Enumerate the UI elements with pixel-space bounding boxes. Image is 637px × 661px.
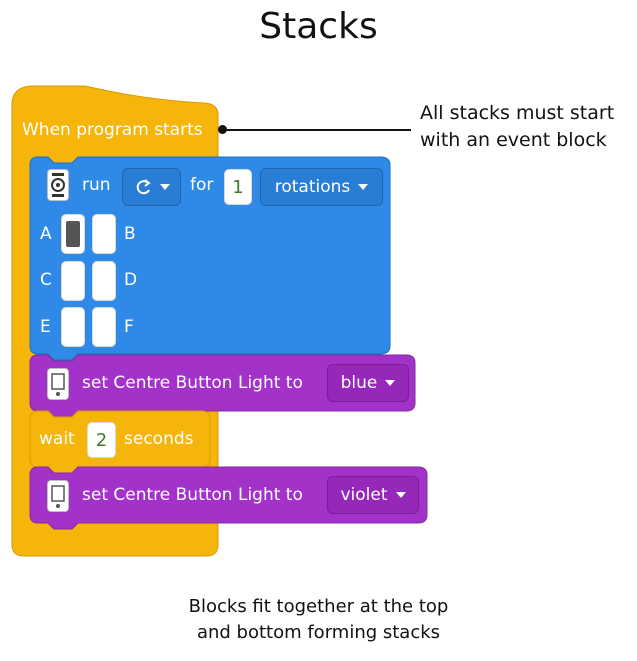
motor-block-shape bbox=[29, 156, 391, 361]
port-e-toggle[interactable] bbox=[61, 307, 85, 347]
light-color-value-1: blue bbox=[340, 373, 378, 393]
direction-dropdown[interactable] bbox=[122, 168, 181, 206]
hub-light-icon bbox=[47, 480, 69, 512]
port-label-f: F bbox=[124, 317, 134, 337]
clockwise-icon bbox=[136, 179, 151, 195]
chevron-down-icon bbox=[358, 184, 369, 190]
light-block-2-label: set Centre Button Light to bbox=[82, 485, 303, 505]
light-color-dropdown-1[interactable]: blue bbox=[327, 364, 409, 402]
port-label-c: C bbox=[40, 270, 52, 290]
motor-hub-icon bbox=[47, 169, 69, 201]
port-a-selected-indicator bbox=[66, 221, 80, 247]
seconds-label: seconds bbox=[124, 429, 194, 449]
event-block-label[interactable]: When program starts bbox=[22, 120, 203, 140]
chevron-down-icon bbox=[395, 492, 406, 498]
wait-amount-input[interactable]: 2 bbox=[87, 422, 116, 458]
unit-dropdown-value: rotations bbox=[274, 177, 351, 197]
hub-light-icon bbox=[47, 368, 69, 400]
unit-dropdown[interactable]: rotations bbox=[260, 168, 383, 206]
caption-line-1: Blocks fit together at the top bbox=[188, 596, 449, 617]
run-label: run bbox=[82, 175, 111, 195]
port-label-b: B bbox=[124, 224, 136, 244]
page-title: Stacks bbox=[259, 6, 378, 47]
caption-line-2: and bottom forming stacks bbox=[196, 622, 441, 643]
chevron-down-icon bbox=[385, 380, 396, 386]
port-b-toggle[interactable] bbox=[92, 214, 116, 254]
chevron-down-icon bbox=[159, 184, 170, 190]
callout-line-1: All stacks must start bbox=[420, 102, 615, 124]
callout-dot bbox=[218, 125, 227, 134]
light-color-dropdown-2[interactable]: violet bbox=[327, 476, 419, 514]
port-label-a: A bbox=[40, 224, 52, 244]
light-block-1-shape bbox=[29, 354, 416, 418]
port-label-d: D bbox=[124, 270, 138, 290]
light-color-value-2: violet bbox=[340, 485, 388, 505]
for-label: for bbox=[190, 175, 214, 195]
port-c-toggle[interactable] bbox=[61, 261, 85, 301]
light-block-1-label: set Centre Button Light to bbox=[82, 373, 303, 393]
callout-line-2: with an event block bbox=[420, 129, 607, 151]
port-f-toggle[interactable] bbox=[92, 307, 116, 347]
callout-text: All stacks must start with an event bloc… bbox=[420, 100, 614, 154]
port-d-toggle[interactable] bbox=[92, 261, 116, 301]
wait-label: wait bbox=[39, 429, 75, 449]
port-a-toggle[interactable] bbox=[61, 214, 85, 254]
port-label-e: E bbox=[40, 317, 51, 337]
callout-line bbox=[225, 129, 411, 131]
rotation-amount-input[interactable]: 1 bbox=[224, 169, 252, 205]
caption: Blocks fit together at the top and botto… bbox=[0, 594, 637, 646]
